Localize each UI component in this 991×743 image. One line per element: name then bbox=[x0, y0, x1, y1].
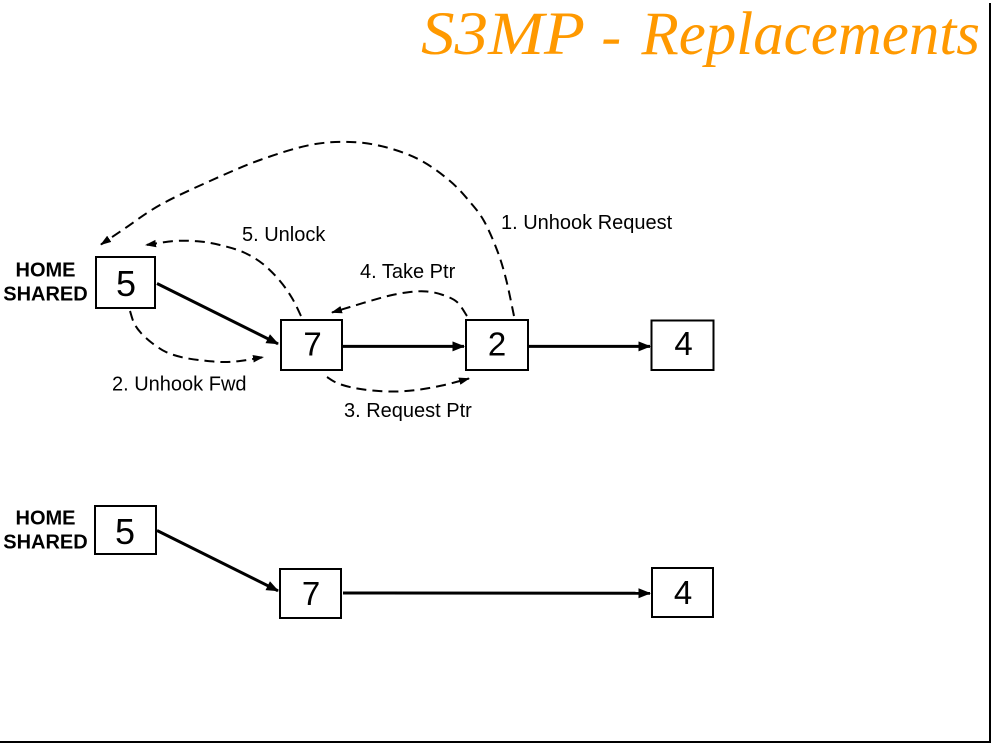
svg-text:Replacements: Replacements bbox=[641, 1, 980, 68]
svg-text:4: 4 bbox=[674, 325, 692, 362]
svg-text:4. Take Ptr: 4. Take Ptr bbox=[360, 261, 456, 283]
svg-text:5: 5 bbox=[115, 511, 135, 552]
svg-text:1. Unhook Request: 1. Unhook Request bbox=[501, 212, 673, 234]
svg-text:SHARED: SHARED bbox=[3, 532, 87, 554]
svg-text:HOME: HOME bbox=[16, 508, 76, 530]
svg-text:3. Request Ptr: 3. Request Ptr bbox=[344, 400, 472, 422]
svg-text:2: 2 bbox=[488, 326, 506, 363]
svg-text:7: 7 bbox=[303, 326, 321, 363]
svg-text:5. Unlock: 5. Unlock bbox=[242, 224, 326, 246]
svg-text:S3MP: S3MP bbox=[421, 1, 585, 68]
svg-text:7: 7 bbox=[302, 575, 320, 612]
svg-text:5: 5 bbox=[116, 263, 136, 304]
svg-text:2. Unhook Fwd: 2. Unhook Fwd bbox=[112, 374, 247, 396]
svg-text:SHARED: SHARED bbox=[3, 284, 87, 306]
svg-text:HOME: HOME bbox=[16, 260, 76, 282]
svg-text:4: 4 bbox=[674, 574, 692, 611]
